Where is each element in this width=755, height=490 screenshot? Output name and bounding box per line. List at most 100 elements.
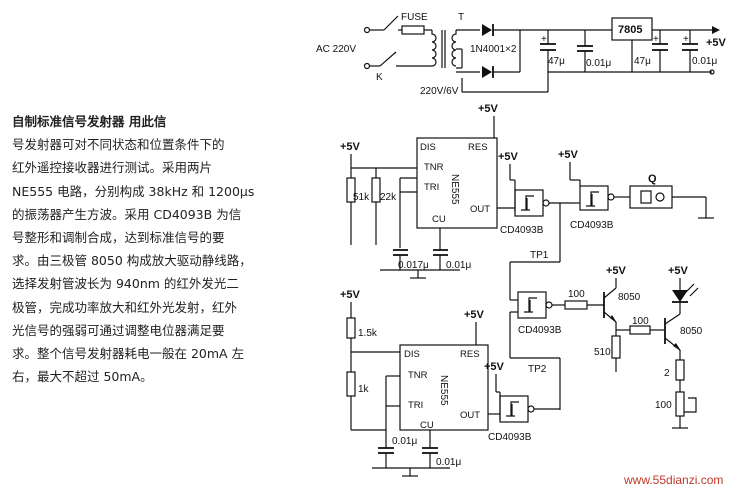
cap-label: 0.01μ <box>392 436 417 447</box>
resistor-label: 22k <box>380 192 397 203</box>
test-point-label: TP1 <box>530 250 549 261</box>
chip-label: NE555 <box>438 375 449 406</box>
resistor-510 <box>611 335 621 359</box>
resistor-100-base <box>564 300 588 310</box>
cap-c3-label: 47μ <box>634 56 651 67</box>
switch-label: K <box>376 72 383 83</box>
vcc-label: +5V <box>498 151 519 163</box>
article-line: 号整形和调制合成，达到标准信号的要 <box>12 230 225 246</box>
cap-label: 0.017μ <box>398 260 429 271</box>
schmitt-gate-4 <box>499 395 529 423</box>
resistor-2 <box>675 359 685 381</box>
resistor-label: 510 <box>594 347 611 358</box>
fuse-label: FUSE <box>401 12 428 23</box>
pot-label: 100 <box>655 400 672 411</box>
article-text: 自制标准信号发射器 用此信 号发射器可对不同状态和位置条件下的 红外遥控接收器进… <box>12 110 312 388</box>
resistor-1k <box>346 371 356 397</box>
switch-k <box>383 15 399 31</box>
article-line: 的振荡器产生方波。采用 CD4093B 为信 <box>12 206 242 222</box>
oscillator-2: DIS RES TNR TRI OUT CU NE555 +5V 1.5k 1k <box>340 289 500 477</box>
watermark-text: www.55dianzi.com <box>623 473 723 487</box>
vcc-label: +5V <box>668 265 689 277</box>
cap-label: 0.01μ <box>446 260 471 271</box>
resistor-22k <box>371 177 381 203</box>
article-line: 红外遥控接收器进行测试。采用两片 <box>12 160 213 176</box>
gate-lower: +5V CD4093B <box>484 361 560 443</box>
vcc-label: +5V <box>478 103 499 115</box>
svg-text:+: + <box>541 34 547 45</box>
regulator-label: 7805 <box>618 24 642 36</box>
resistor-label: 1k <box>358 384 370 395</box>
pin-tri: TRI <box>408 400 423 411</box>
pin-dis: DIS <box>420 142 436 153</box>
pin-out: OUT <box>460 410 480 421</box>
resistor-1-5k <box>346 317 356 339</box>
article-line: 求。由三极管 8050 构成放大驱动静线路， <box>12 253 252 269</box>
cap-c1-label: 47μ <box>548 56 565 67</box>
cap-label: 0.01μ <box>436 457 461 468</box>
vcc-label: +5V <box>464 309 485 321</box>
output-arrow <box>712 26 720 34</box>
oscillator-1: DIS RES TNR TRI OUT CU NE555 +5V +5V 51k… <box>340 103 515 279</box>
transformer-primary <box>431 30 437 67</box>
article-line: 光信号的强弱可通过调整电位器满足要 <box>12 322 225 338</box>
vcc-label: +5V <box>484 361 505 373</box>
pin-cu: CU <box>420 420 434 431</box>
transistor-label: 8050 <box>618 292 641 303</box>
power-supply: AC 220V K FUSE T 220V/6V <box>316 12 727 97</box>
cap-c2-label: 0.01μ <box>586 58 611 69</box>
gate-label: CD4093B <box>518 325 562 336</box>
pin-cu: CU <box>432 214 446 225</box>
transformer-label: T <box>458 12 464 23</box>
ac-terminal-bottom <box>363 62 371 70</box>
ne555-chip-2 <box>399 344 489 431</box>
article-line: NE555 电路，分别构成 38kHz 和 1200μs <box>12 183 255 199</box>
vcc-label: +5V <box>606 265 627 277</box>
article-line: 极管，完成功率放大和红外光发射，红外 <box>12 299 238 315</box>
article-line: 自制标准信号发射器 用此信 <box>12 114 167 129</box>
gate-chain-upper: +5V CD4093B +5V CD4093B Q <box>498 149 714 300</box>
chip-label: NE555 <box>449 174 460 205</box>
crystal-label: Q <box>648 173 657 185</box>
pin-dis: DIS <box>404 349 420 360</box>
ir-led <box>672 290 688 302</box>
resistor-100-q2 <box>629 325 651 335</box>
gate-label: CD4093B <box>500 225 544 236</box>
potentiometer-100 <box>675 391 685 417</box>
resistor-label: 51k <box>353 192 370 203</box>
pin-tnr: TNR <box>408 370 428 381</box>
output-label: +5V <box>706 37 727 49</box>
svg-text:+: + <box>653 34 659 45</box>
pin-tri: TRI <box>424 182 439 193</box>
schmitt-gate-1 <box>514 189 544 217</box>
cap-c4-label: 0.01μ <box>692 56 717 67</box>
transformer-secondary <box>451 30 457 67</box>
pin-out: OUT <box>470 204 490 215</box>
diode-bottom <box>482 66 492 78</box>
vcc-label: +5V <box>340 289 361 301</box>
gate-label: CD4093B <box>570 220 614 231</box>
article-line: 选择发射管波长为 940nm 的红外发光二 <box>12 276 239 292</box>
fuse <box>401 25 425 35</box>
pin-res: RES <box>460 349 480 360</box>
article-line: 右，最大不超过 50mA。 <box>12 369 153 385</box>
driver-stage: CD4093B TP2 100 8050 +5V 510 <box>509 265 703 429</box>
resistor-label: 100 <box>568 289 585 300</box>
ne555-chip-1 <box>416 137 498 229</box>
diode-top <box>482 24 492 36</box>
ac-label: AC 220V <box>316 44 356 55</box>
schmitt-gate-3 <box>517 291 547 319</box>
pin-res: RES <box>468 142 488 153</box>
vcc-label: +5V <box>340 141 361 153</box>
svg-text:+: + <box>683 34 689 45</box>
article-line: 求。整个信号发射器耗电一般在 20mA 左 <box>12 346 245 362</box>
transformer-ratio: 220V/6V <box>420 86 459 97</box>
article-line: 号发射器可对不同状态和位置条件下的 <box>12 137 225 153</box>
gate-label: CD4093B <box>488 432 532 443</box>
resistor-label: 2 <box>664 368 670 379</box>
resistor-label: 100 <box>632 316 649 327</box>
resistor-label: 1.5k <box>358 328 378 339</box>
diode-label: 1N4001×2 <box>470 44 517 55</box>
